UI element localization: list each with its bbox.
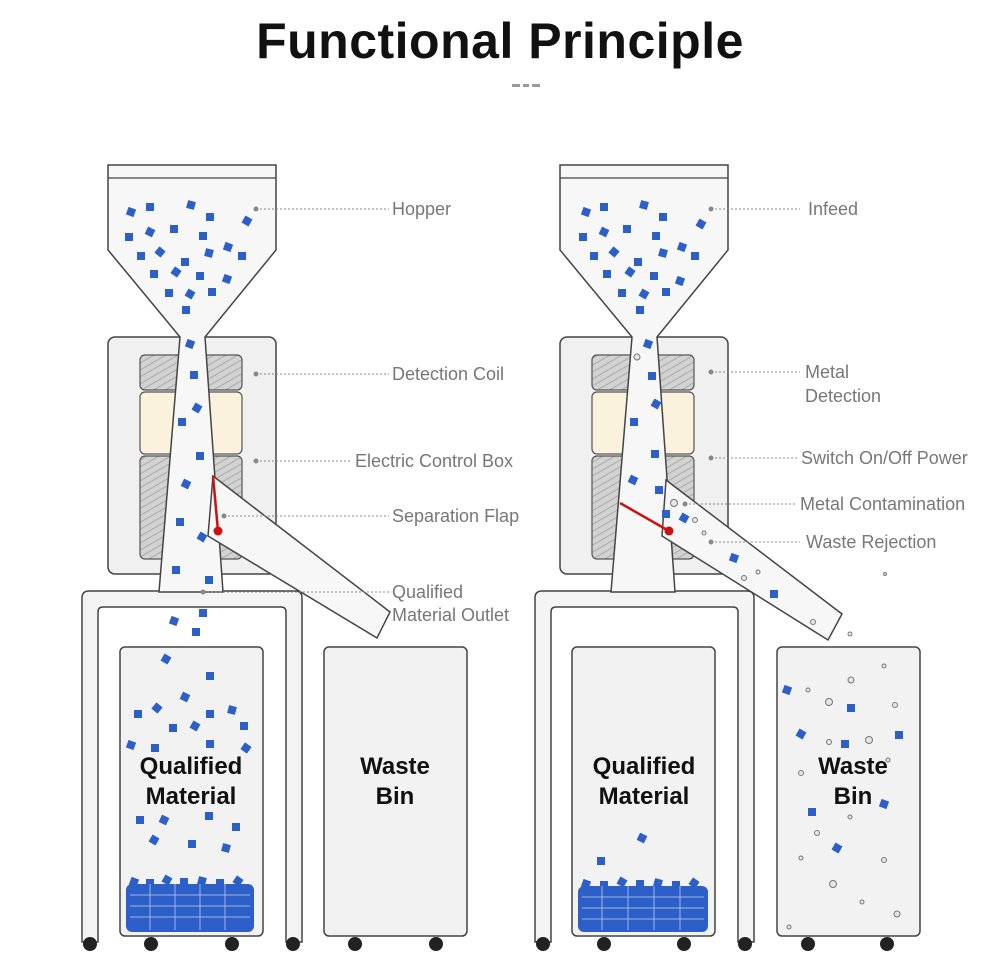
- title-divider: [512, 84, 540, 87]
- label-electric-control-box: Electric Control Box: [355, 451, 513, 471]
- label-hopper: Hopper: [392, 199, 451, 219]
- left-qualified-bin: [119, 646, 264, 937]
- label-detection-coil: Detection Coil: [392, 364, 504, 384]
- left-granules: [125, 200, 253, 853]
- label-metal-detection-line1: Metal: [805, 362, 849, 382]
- left-waste-bin: [323, 646, 468, 937]
- left-qualified-bin-label-line1: Qualified: [140, 753, 243, 780]
- left-leaders: [203, 208, 389, 593]
- right-waste-bin-label-line1: Waste: [818, 753, 888, 780]
- left-pile-texture: [130, 884, 250, 930]
- metal-contaminants: [633, 353, 901, 930]
- right-machine: Infeed Metal Detection Switch On/Off Pow…: [534, 164, 968, 951]
- right-frame: [534, 590, 755, 943]
- label-metal-detection-line2: Detection: [805, 386, 881, 406]
- left-granule-pile: [126, 874, 254, 932]
- left-wheels: [83, 937, 443, 951]
- left-machine: Hopper Detection Coil Electric Control B…: [81, 164, 519, 951]
- right-hopper: [559, 164, 729, 593]
- label-switch-power: Switch On/Off Power: [801, 448, 968, 468]
- left-frame: [81, 590, 303, 943]
- right-pile-texture: [582, 886, 704, 930]
- label-waste-rejection: Waste Rejection: [806, 532, 936, 552]
- right-qualified-bin-label-line1: Qualified: [593, 753, 696, 780]
- label-outlet-line1: Qualified: [392, 582, 463, 602]
- right-wheels: [536, 937, 894, 951]
- right-waste-bin-label-line2: Bin: [834, 783, 873, 810]
- left-separation-flap: [211, 475, 220, 532]
- left-qualified-bin-label-line2: Material: [146, 783, 237, 810]
- right-qualified-bin-label-line2: Material: [599, 783, 690, 810]
- left-waste-bin-label-line2: Bin: [376, 783, 415, 810]
- label-metal-contamination: Metal Contamination: [800, 494, 965, 514]
- right-leaders: [685, 208, 800, 543]
- right-granules: [579, 200, 903, 865]
- page-title: Functional Principle: [256, 13, 744, 69]
- label-infeed: Infeed: [808, 199, 858, 219]
- right-separation-flap: [619, 501, 670, 533]
- left-waste-bin-label-line1: Waste: [360, 753, 430, 780]
- label-outlet-line2: Material Outlet: [392, 605, 509, 625]
- right-waste-bin: [776, 646, 921, 937]
- right-qualified-bin: [571, 646, 716, 937]
- label-separation-flap: Separation Flap: [392, 506, 519, 526]
